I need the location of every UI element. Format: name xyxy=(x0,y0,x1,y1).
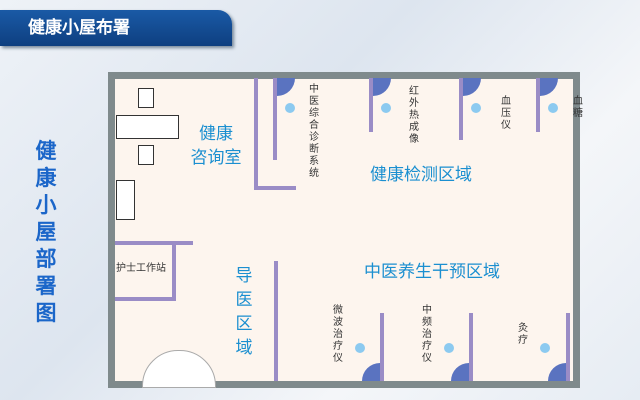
door-icon xyxy=(548,363,566,381)
chair xyxy=(138,145,154,165)
zone-detect: 健康检测区域 xyxy=(370,165,472,185)
side-title: 健康小屋部署图 xyxy=(35,139,57,325)
door-icon xyxy=(362,363,380,381)
device-dot xyxy=(355,343,365,353)
wall xyxy=(172,241,176,301)
wall xyxy=(254,186,296,190)
device-label: 微波治疗仪 xyxy=(333,305,343,364)
device-label: 中频治疗仪 xyxy=(422,305,432,364)
wall xyxy=(459,78,463,140)
device-label: 红外热成像 xyxy=(409,86,419,145)
chair xyxy=(138,88,154,108)
device-label: 血糖 xyxy=(573,96,583,119)
device-dot xyxy=(444,343,454,353)
cabinet xyxy=(116,180,135,220)
wall xyxy=(115,297,176,301)
zone-nurse: 护士工作站 xyxy=(116,263,166,274)
device-dot xyxy=(540,343,550,353)
device-dot xyxy=(548,103,558,113)
floor-plan xyxy=(108,72,580,388)
wall xyxy=(273,78,277,160)
zone-tcm: 中医养生干预区域 xyxy=(364,262,500,282)
device-label: 血压仪 xyxy=(501,96,511,131)
wall xyxy=(566,313,570,381)
wall xyxy=(274,261,278,381)
wall xyxy=(254,78,258,190)
wall xyxy=(469,313,473,381)
desk xyxy=(116,115,179,139)
door-icon xyxy=(451,363,469,381)
device-label: 灸疗 xyxy=(518,323,528,346)
wall xyxy=(369,78,373,132)
zone-consult: 健康咨询室 xyxy=(190,124,242,168)
zone-guide: 导医区域 xyxy=(235,266,253,358)
wall xyxy=(380,313,384,381)
wall xyxy=(536,78,540,132)
device-dot xyxy=(285,103,295,113)
device-label: 中医综合诊断系统 xyxy=(309,84,319,179)
wall xyxy=(115,241,193,245)
device-dot xyxy=(381,103,391,113)
page-title: 健康小屋布署 xyxy=(0,10,232,46)
device-dot xyxy=(471,103,481,113)
